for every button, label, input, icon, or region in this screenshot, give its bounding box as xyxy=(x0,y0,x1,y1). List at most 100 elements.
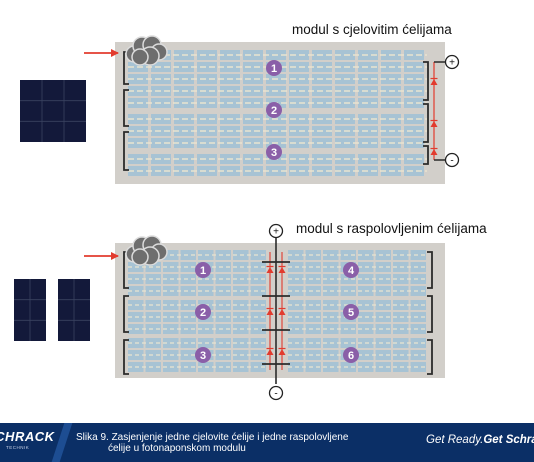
half-cell xyxy=(145,350,161,360)
half-cell xyxy=(305,362,321,372)
half-cell xyxy=(145,274,161,284)
slogan-bold: Get Schrack xyxy=(483,434,534,446)
half-cell xyxy=(250,286,266,296)
footer-bar: SCHRACK TECHNIK Slika 9. Zasjenjenje jed… xyxy=(0,423,534,462)
solar-cell xyxy=(197,126,217,136)
solar-cell xyxy=(404,86,424,96)
string-number-badge xyxy=(343,304,359,320)
solar-cell xyxy=(197,154,217,164)
half-cell xyxy=(215,274,231,284)
solar-cell xyxy=(243,74,263,84)
solar-cell xyxy=(404,62,424,72)
string-number-badge xyxy=(266,102,282,118)
bypass-diode xyxy=(430,121,438,127)
bypass-diode xyxy=(278,349,286,355)
string-number-badge xyxy=(343,347,359,363)
solar-cell xyxy=(197,98,217,108)
slogan: Get Ready.Get Schrack xyxy=(426,434,534,446)
half-cell xyxy=(250,312,266,322)
half-cell xyxy=(410,312,426,322)
solar-cell xyxy=(243,50,263,60)
half-cell xyxy=(145,286,161,296)
half-cell xyxy=(215,338,231,348)
sample-panels xyxy=(14,80,90,341)
solar-cell xyxy=(243,62,263,72)
caption-line-2: ćelije u fotonaponskom modulu xyxy=(108,443,246,454)
string-number-badge xyxy=(266,144,282,160)
string-number-badge xyxy=(195,347,211,363)
string-number-badge xyxy=(343,262,359,278)
half-cell xyxy=(375,312,391,322)
solar-cell xyxy=(404,98,424,108)
bypass-diode xyxy=(278,267,286,273)
half-cell xyxy=(215,262,231,272)
half-cell xyxy=(340,286,356,296)
half-cell xyxy=(375,300,391,310)
cloud-puff xyxy=(131,248,149,266)
solar-cell xyxy=(197,86,217,96)
half-cell xyxy=(410,362,426,372)
string-connector xyxy=(123,339,129,375)
half-cell xyxy=(305,262,321,272)
string-number-label: 3 xyxy=(271,147,277,159)
solar-cell xyxy=(404,166,424,176)
half-cell xyxy=(410,350,426,360)
half-cell xyxy=(410,274,426,284)
solar-cell xyxy=(404,114,424,124)
solar-cell xyxy=(197,50,217,60)
solar-cell xyxy=(197,62,217,72)
cloud-puff xyxy=(131,48,149,66)
half-cell xyxy=(375,338,391,348)
half-cell xyxy=(215,362,231,372)
solar-cell xyxy=(243,98,263,108)
bypass-diode xyxy=(430,149,438,155)
half-cell xyxy=(250,262,266,272)
half-cell xyxy=(305,250,321,260)
half-cell xyxy=(250,338,266,348)
solar-cell xyxy=(404,138,424,148)
full-cell-module: 123+- xyxy=(115,35,460,184)
half-cell xyxy=(215,300,231,310)
solar-cell xyxy=(197,166,217,176)
terminal-minus-symbol: - xyxy=(450,156,453,167)
half-cell xyxy=(180,274,196,284)
solar-cell xyxy=(243,126,263,136)
half-cell xyxy=(305,274,321,284)
string-connector xyxy=(423,103,429,143)
solar-cell xyxy=(404,154,424,164)
half-cell xyxy=(180,324,196,334)
string-number-badge xyxy=(195,262,211,278)
string-connector xyxy=(427,295,433,333)
shading-cloud-icon xyxy=(125,35,168,66)
bypass-diode xyxy=(266,349,274,355)
solar-cell xyxy=(243,166,263,176)
half-cell xyxy=(215,250,231,260)
string-number-label: 2 xyxy=(200,307,206,319)
half-cell xyxy=(305,312,321,322)
string-connector xyxy=(427,339,433,375)
full-cell-panel xyxy=(20,80,86,142)
half-cell xyxy=(410,300,426,310)
half-cell xyxy=(375,262,391,272)
solar-cell xyxy=(197,114,217,124)
terminal-plus-symbol: + xyxy=(449,58,455,69)
half-cell xyxy=(340,274,356,284)
terminal-minus xyxy=(444,152,460,168)
string-number-label: 6 xyxy=(348,350,354,362)
half-cell xyxy=(180,250,196,260)
terminal-plus xyxy=(268,223,284,239)
shading-arrows xyxy=(84,49,119,260)
string-number-label: 2 xyxy=(271,105,277,117)
half-cell xyxy=(250,324,266,334)
half-cell xyxy=(375,362,391,372)
string-connector xyxy=(427,251,433,289)
half-cell xyxy=(410,286,426,296)
half-cell xyxy=(305,286,321,296)
half-cell xyxy=(250,250,266,260)
string-number-label: 5 xyxy=(348,307,354,319)
half-cell xyxy=(145,262,161,272)
bypass-diode xyxy=(266,309,274,315)
half-cell xyxy=(305,350,321,360)
